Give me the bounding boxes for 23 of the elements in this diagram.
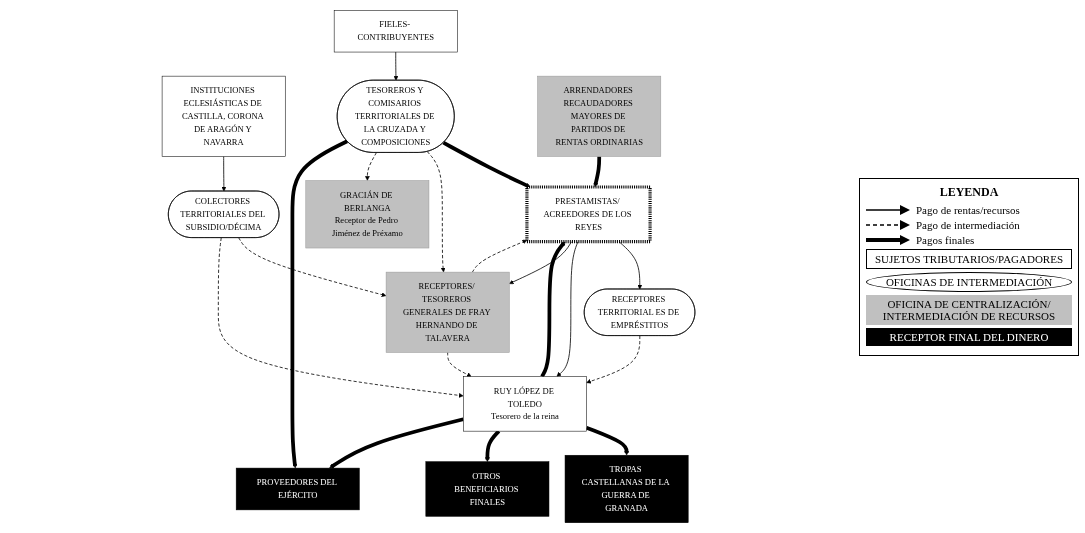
legend-text: Pago de intermediación xyxy=(916,218,1020,231)
flow-diagram: PRESTAMISTAS/ ACREEDORES DE LOS REYES FIELES- CONTRIBUYENTES INSTITUCIONES ECLESIÁSTICAS DE CASTILLA, CORONA DE ARAGÓN Y NAVARRA RECEPTORES TERRITORIAL ES DE EMPRÉSTITOS TESOREROS Y COMISARIOS TERRITORIALES DE LA CRUZADA Y COMPOSICIONES COLECTORES TERRITORIALES DEL SUBSIDIO/DÉCIMA ARRENDADORES RECAUDADORES MAYORES DE PARTIDOS DE RENTAS ORDINARIAS RECEPTORES/ TESOREROS GENERALES DE FRAY HERNANDO DE TALAVERA GRACIÁN DE BERLANGA Receptor de Pedro Jiménez de Préxamo TROPAS CASTELLANAS DE LA GUERRA DE GRANADA RUY LÓPEZ DE TOLEDO Tesorero de la reina OTROS BENEFICIARIOS FINALES PROVEEDORES DEL EJÉRCITO xyxy=(6,6,851,527)
node-box xyxy=(385,271,510,353)
node-box xyxy=(161,75,286,157)
node-box xyxy=(537,75,662,157)
node-box xyxy=(463,376,587,432)
node-box xyxy=(235,467,360,511)
legend-text: Pagos finales xyxy=(916,233,975,246)
node-box xyxy=(305,180,430,249)
arrow xyxy=(585,425,629,456)
node-box xyxy=(333,10,458,53)
legend-title: LEYENDA xyxy=(938,184,1000,200)
arrow xyxy=(329,417,464,469)
arrow xyxy=(540,241,566,378)
arrow xyxy=(290,139,348,469)
node-box xyxy=(425,461,550,517)
node-box xyxy=(564,455,689,523)
arrow xyxy=(442,141,531,188)
legend-swatch: RECEPTOR FINAL DEL DINERO xyxy=(866,327,1072,346)
legend-text: Pago de rentas/recursos xyxy=(916,203,1020,216)
legend-swatch: OFICINA DE CENTRALIZACIÓN/ INTERMEDIACIÓN DE RECURSOS xyxy=(866,294,1072,325)
node-box xyxy=(525,185,652,244)
legend-box-sample: SUJETOS TRIBUTARIOS/PAGADORES xyxy=(866,248,1072,269)
